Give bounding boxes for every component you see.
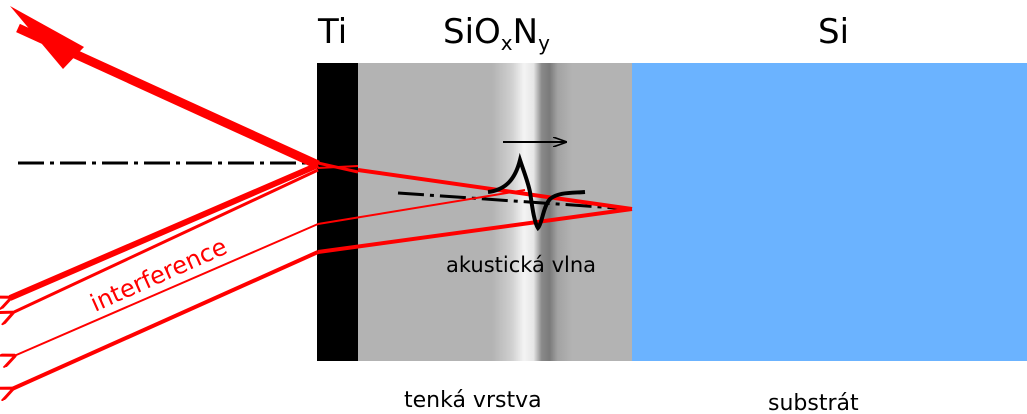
wave-axis-line xyxy=(397,191,631,211)
reflected-beam-1 xyxy=(10,162,320,298)
reflected-beam-2 xyxy=(12,168,319,313)
substrate-label: substrát xyxy=(768,391,859,414)
acoustic-wave-curve xyxy=(487,152,586,232)
si-label: Si xyxy=(818,12,849,52)
acoustic-wave-label: akustická vlna xyxy=(446,253,596,277)
reflected-beam-4 xyxy=(12,250,319,389)
thin-layer-label: tenká vrstva xyxy=(404,388,542,413)
ti-layer xyxy=(317,63,358,361)
reflected-from-pulse xyxy=(317,189,526,225)
sion-label: SiOxNy xyxy=(443,12,550,55)
reflected-beam-3 xyxy=(14,223,319,356)
substrate-layer xyxy=(632,63,1027,361)
film-beam-fan-lower xyxy=(317,165,359,169)
reflected-from-interface xyxy=(317,207,633,254)
ti-label: Ti xyxy=(317,12,347,52)
incident-arrow-head-icon xyxy=(10,6,84,69)
